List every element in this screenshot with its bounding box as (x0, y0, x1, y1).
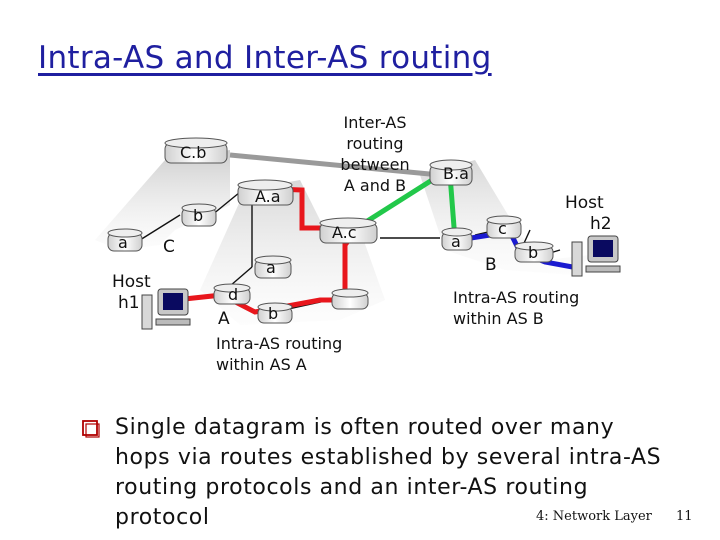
router-cb (164, 137, 228, 164)
router-label-b-a: a (451, 232, 461, 251)
router-label-a-d: d (228, 285, 239, 304)
host-h1-computer-icon (141, 288, 191, 330)
link-ca-cb (139, 214, 181, 241)
router-label-b-b: b (528, 243, 539, 262)
intra-as-b-annotation: Intra-AS routing within AS B (453, 287, 579, 329)
router-label-a-b: b (268, 304, 279, 323)
router-a-d (213, 283, 251, 305)
as-label-a: A (218, 309, 230, 329)
host-h1-label-line1: Host (112, 272, 151, 292)
as-label-c: C (163, 237, 175, 257)
router-b-c (486, 215, 522, 239)
router-a-c2 (331, 288, 369, 310)
router-c-b (181, 203, 217, 227)
router-label-cb: C.b (180, 143, 207, 162)
router-label-ba: B.a (443, 164, 469, 183)
router-label-c-a: a (118, 233, 128, 252)
link-cb-ba (229, 152, 441, 178)
page-number: 11 (676, 509, 693, 524)
host-h2-label-line2: h2 (590, 214, 612, 234)
router-ac (319, 217, 378, 244)
inter-as-line1: Inter-AS (343, 113, 407, 132)
footer-text: 4: Network Layer (536, 509, 652, 524)
inter-as-line3: between (340, 155, 410, 174)
router-c-a (107, 228, 143, 252)
router-label-c-b: b (193, 206, 204, 225)
inter-as-line2: routing (346, 134, 404, 153)
bullet-text: Single datagram is often routed over man… (115, 415, 662, 530)
router-label-a-a: a (266, 258, 276, 277)
host-h2-computer-icon (571, 235, 621, 277)
inter-as-annotation: Inter-AS routing between A and B (331, 112, 419, 196)
router-a-b (257, 302, 293, 324)
intra-b-line1: Intra-AS routing (453, 288, 580, 307)
as-label-b: B (485, 255, 497, 275)
router-a-a (254, 255, 292, 279)
intra-a-line1: Intra-AS routing (216, 334, 343, 353)
router-aa (237, 179, 294, 206)
inter-as-line4: A and B (343, 176, 407, 195)
router-label-aa: A.a (255, 187, 281, 206)
host-h1-label-line2: h1 (118, 293, 140, 313)
slide-title: Intra-AS and Inter-AS routing (38, 40, 492, 76)
router-ba (429, 159, 473, 186)
routers (107, 137, 554, 324)
host-h2-label-line1: Host (565, 193, 604, 213)
router-b-a (441, 227, 473, 251)
intra-b-line2: within AS B (453, 309, 544, 328)
intra-as-a-annotation: Intra-AS routing within AS A (216, 333, 342, 375)
router-b-b (514, 241, 554, 263)
bullet-square-icon (82, 420, 100, 438)
router-label-b-c: c (498, 219, 507, 238)
router-label-ac: A.c (332, 223, 357, 242)
as-c-cloud (95, 150, 230, 250)
intra-a-line2: within AS A (216, 355, 307, 374)
